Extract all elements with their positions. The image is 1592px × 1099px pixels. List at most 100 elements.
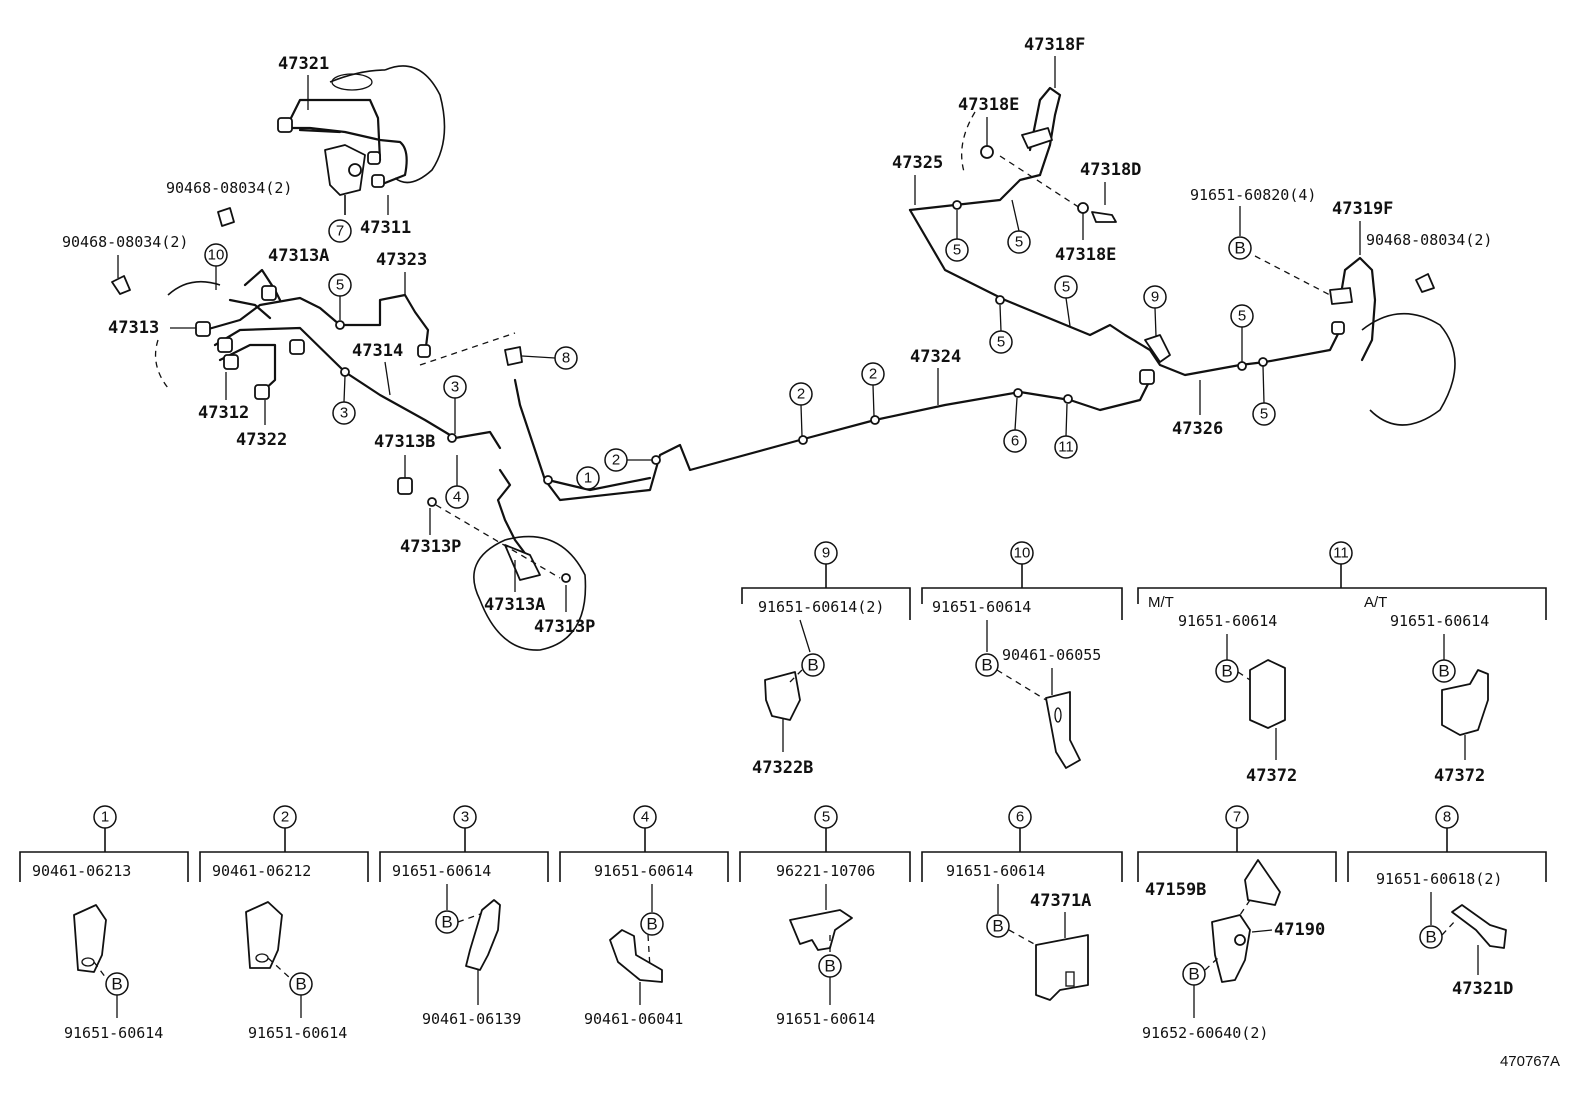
- svg-text:7: 7: [1233, 809, 1241, 826]
- svg-text:8: 8: [562, 350, 570, 367]
- callout-5-a: 5: [328, 273, 352, 297]
- main-brake-line-47324: [513, 378, 1152, 502]
- detail-8: 8 91651-60618(2) B 47321D: [1347, 805, 1547, 999]
- svg-text:5: 5: [953, 242, 961, 259]
- callout-2-a: 2: [604, 448, 628, 472]
- diagram-code: 470767A: [1500, 1053, 1560, 1070]
- svg-text:5: 5: [1062, 279, 1070, 296]
- label-47313A-bot: 47313A: [484, 595, 545, 615]
- detail-6: 6 91651-60614 B 47371A: [921, 805, 1123, 1001]
- label-47322: 47322: [236, 430, 287, 450]
- label-47326: 47326: [1172, 419, 1223, 439]
- callout-5-d: 5: [989, 330, 1013, 354]
- label-47318E-bot: 47318E: [1055, 245, 1116, 265]
- callout-8: 8: [554, 346, 578, 370]
- label-47313B: 47313B: [374, 432, 435, 452]
- svg-text:5: 5: [822, 809, 830, 826]
- detail-11: 11 M/T A/T 91651-60614 91651-60614 B 473…: [1137, 541, 1547, 786]
- callout-2-b: 2: [789, 382, 813, 406]
- label-47321: 47321: [278, 54, 329, 74]
- svg-text:9: 9: [1151, 289, 1159, 306]
- svg-text:B: B: [111, 975, 122, 994]
- svg-text:10: 10: [1014, 545, 1031, 562]
- svg-text:B: B: [1234, 239, 1245, 258]
- d4-bolt-label: 91651-60614: [594, 862, 693, 880]
- svg-text:5: 5: [997, 334, 1005, 351]
- label-90468-08034-a: 90468-08034(2): [166, 179, 292, 197]
- d7-part-label: 47190: [1274, 920, 1325, 940]
- d3-bolt-b: B: [435, 910, 459, 934]
- callout-circles: 7 10 5 3 3 4 8 1 2 2 2 6 11 5 5 5 5 9 5: [204, 199, 1276, 509]
- svg-text:B: B: [1188, 965, 1199, 984]
- svg-text:3: 3: [451, 379, 459, 396]
- d10-bolt-label: 91651-60614: [932, 598, 1031, 616]
- d11-bolt-at-label: 91651-60614: [1390, 612, 1489, 630]
- d1-clamp-label: 90461-06213: [32, 862, 131, 880]
- svg-text:8: 8: [1443, 809, 1451, 826]
- svg-text:6: 6: [1016, 809, 1024, 826]
- label-47324: 47324: [910, 347, 961, 367]
- svg-text:2: 2: [281, 809, 289, 826]
- d6-bolt-b: B: [986, 914, 1010, 938]
- label-47313: 47313: [108, 318, 159, 338]
- label-90468-08034-b: 90468-08034(2): [62, 233, 188, 251]
- detail-2: 2 90461-06212 B 91651-60614: [199, 805, 369, 1042]
- callout-11: 11: [1054, 435, 1078, 459]
- label-47313P-a: 47313P: [400, 537, 461, 557]
- d6-bolt-label: 91651-60614: [946, 862, 1045, 880]
- label-47318E-top: 47318E: [958, 95, 1019, 115]
- d4-bolt-b: B: [640, 912, 664, 936]
- d11-part-mt-label: 47372: [1246, 766, 1297, 786]
- callout-1: 1: [576, 466, 600, 490]
- d3-clamp-label: 90461-06139: [422, 1010, 521, 1028]
- detail-1: 1 90461-06213 B 91651-60614: [19, 805, 189, 1042]
- svg-text:B: B: [646, 915, 657, 934]
- d4-clamp-label: 90461-06041: [584, 1010, 683, 1028]
- callout-7: 7: [328, 219, 352, 243]
- callout-5-b: 5: [945, 238, 969, 262]
- d11-mt-label: M/T: [1148, 594, 1174, 611]
- svg-text:B: B: [441, 913, 452, 932]
- svg-text:11: 11: [1058, 439, 1074, 456]
- callout-2-c: 2: [861, 362, 885, 386]
- d2-clamp-label: 90461-06212: [212, 862, 311, 880]
- svg-text:1: 1: [584, 470, 592, 487]
- d7-bracket-label: 47159B: [1145, 880, 1206, 900]
- d7-bolt-b: B: [1182, 962, 1206, 986]
- d5-bolt-b: B: [818, 954, 842, 978]
- left-front-wheel-area: [111, 207, 502, 450]
- d9-part-label: 47322B: [752, 758, 813, 778]
- d10-bolt-b: B: [975, 653, 999, 677]
- label-47319F: 47319F: [1332, 199, 1393, 219]
- d11-part-at-label: 47372: [1434, 766, 1485, 786]
- master-cylinder-assembly: [277, 65, 446, 215]
- svg-text:5: 5: [1015, 234, 1023, 251]
- d1-bolt-label: 91651-60614: [64, 1024, 163, 1042]
- svg-text:B: B: [807, 656, 818, 675]
- callout-6: 6: [1003, 429, 1027, 453]
- callout-5-c: 5: [1007, 230, 1031, 254]
- callout-5-f: 5: [1230, 304, 1254, 328]
- svg-text:B: B: [992, 917, 1003, 936]
- d5-bolt-label: 91651-60614: [776, 1010, 875, 1028]
- label-47314: 47314: [352, 341, 403, 361]
- d2-bolt-b: B: [289, 972, 313, 996]
- callout-5-g: 5: [1252, 402, 1276, 426]
- callout-10: 10: [204, 243, 228, 267]
- svg-text:9: 9: [822, 545, 830, 562]
- detail-9: 9 91651-60614(2) B 47322B: [741, 541, 911, 778]
- svg-text:2: 2: [797, 386, 805, 403]
- label-90468-08034-c: 90468-08034(2): [1366, 231, 1492, 249]
- callout-3-a: 3: [332, 401, 356, 425]
- svg-text:3: 3: [340, 405, 348, 422]
- label-47313A-top: 47313A: [268, 246, 329, 266]
- svg-text:B: B: [295, 975, 306, 994]
- d11-at-label: A/T: [1364, 594, 1387, 611]
- svg-text:B: B: [1425, 928, 1436, 947]
- svg-text:5: 5: [1260, 406, 1268, 423]
- d11-bolt-b-mt: B: [1215, 659, 1239, 683]
- label-47325: 47325: [892, 153, 943, 173]
- d8-bolt-b: B: [1419, 925, 1443, 949]
- svg-text:5: 5: [336, 277, 344, 294]
